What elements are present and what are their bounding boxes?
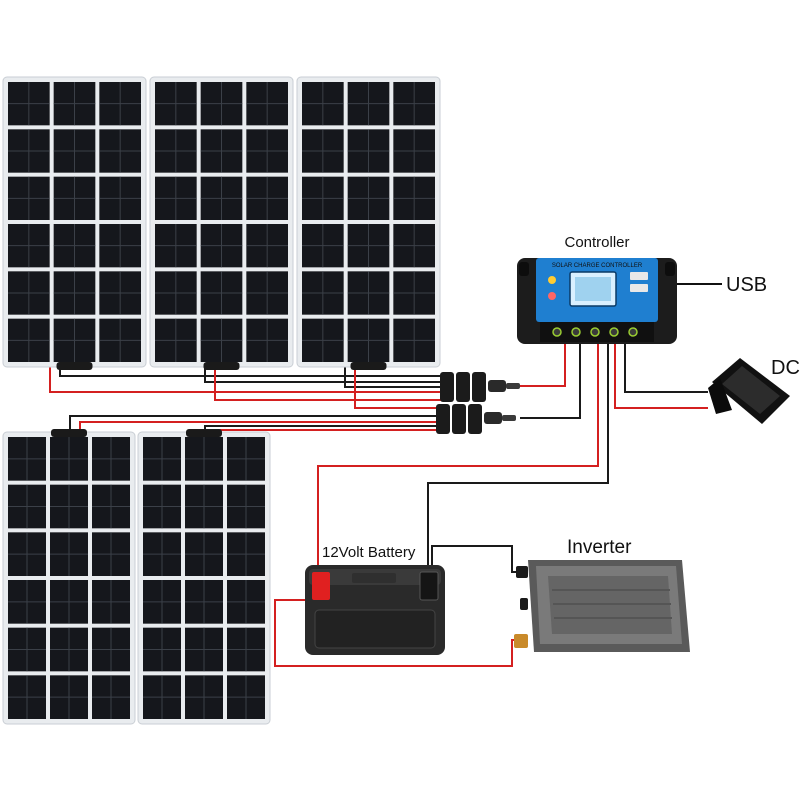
junction-box (203, 362, 240, 370)
battery-label: 12Volt Battery (322, 544, 416, 561)
dc-label: DC (771, 357, 800, 379)
wire-pv-negative (520, 342, 581, 419)
usb-port-icon (630, 272, 648, 280)
dc-lamp-icon (708, 358, 790, 424)
charge-controller: SOLAR CHARGE CONTROLLER (517, 258, 677, 344)
solar-panel-5 (137, 429, 271, 725)
wire-inv-positive (274, 599, 520, 667)
inverter-negative-terminal (516, 566, 528, 578)
inverter-positive-terminal (514, 634, 528, 648)
junction-box (350, 362, 387, 370)
solar-panel-2 (149, 76, 294, 370)
wire-panel1-pos (49, 366, 445, 393)
wire-pv-positive (520, 342, 566, 387)
battery (305, 565, 445, 655)
wire-batt-negative (427, 342, 609, 572)
branch-connector-negative (436, 404, 516, 434)
wire-panel4-neg (69, 415, 440, 434)
controller-label: Controller (564, 234, 629, 251)
wire-dc-negative (624, 342, 708, 393)
junction-box (56, 362, 93, 370)
wire-panel2-neg (204, 366, 445, 383)
battery-negative-terminal (419, 571, 439, 601)
junction-box (51, 429, 87, 437)
wire-panel3-pos (354, 366, 440, 409)
wire-inv-negative (431, 545, 520, 573)
wire-panel2-pos (214, 366, 445, 401)
usb-label: USB (726, 274, 767, 296)
solar-panel-1 (2, 76, 147, 370)
wire-batt-positive (317, 342, 599, 572)
wiring (49, 283, 722, 667)
junction-box (186, 429, 222, 437)
battery-positive-terminal (312, 572, 330, 600)
controller-face-text: SOLAR CHARGE CONTROLLER (552, 263, 643, 269)
inverter-label: Inverter (567, 537, 632, 558)
solar-panel-3 (296, 76, 441, 370)
wire-panel3-neg (344, 366, 445, 388)
branch-connector-positive (440, 372, 520, 402)
solar-array (2, 76, 441, 725)
setting-icon (548, 276, 556, 284)
wire-dc-positive (614, 342, 708, 409)
inverter (514, 560, 690, 652)
solar-panel-4 (2, 429, 136, 725)
